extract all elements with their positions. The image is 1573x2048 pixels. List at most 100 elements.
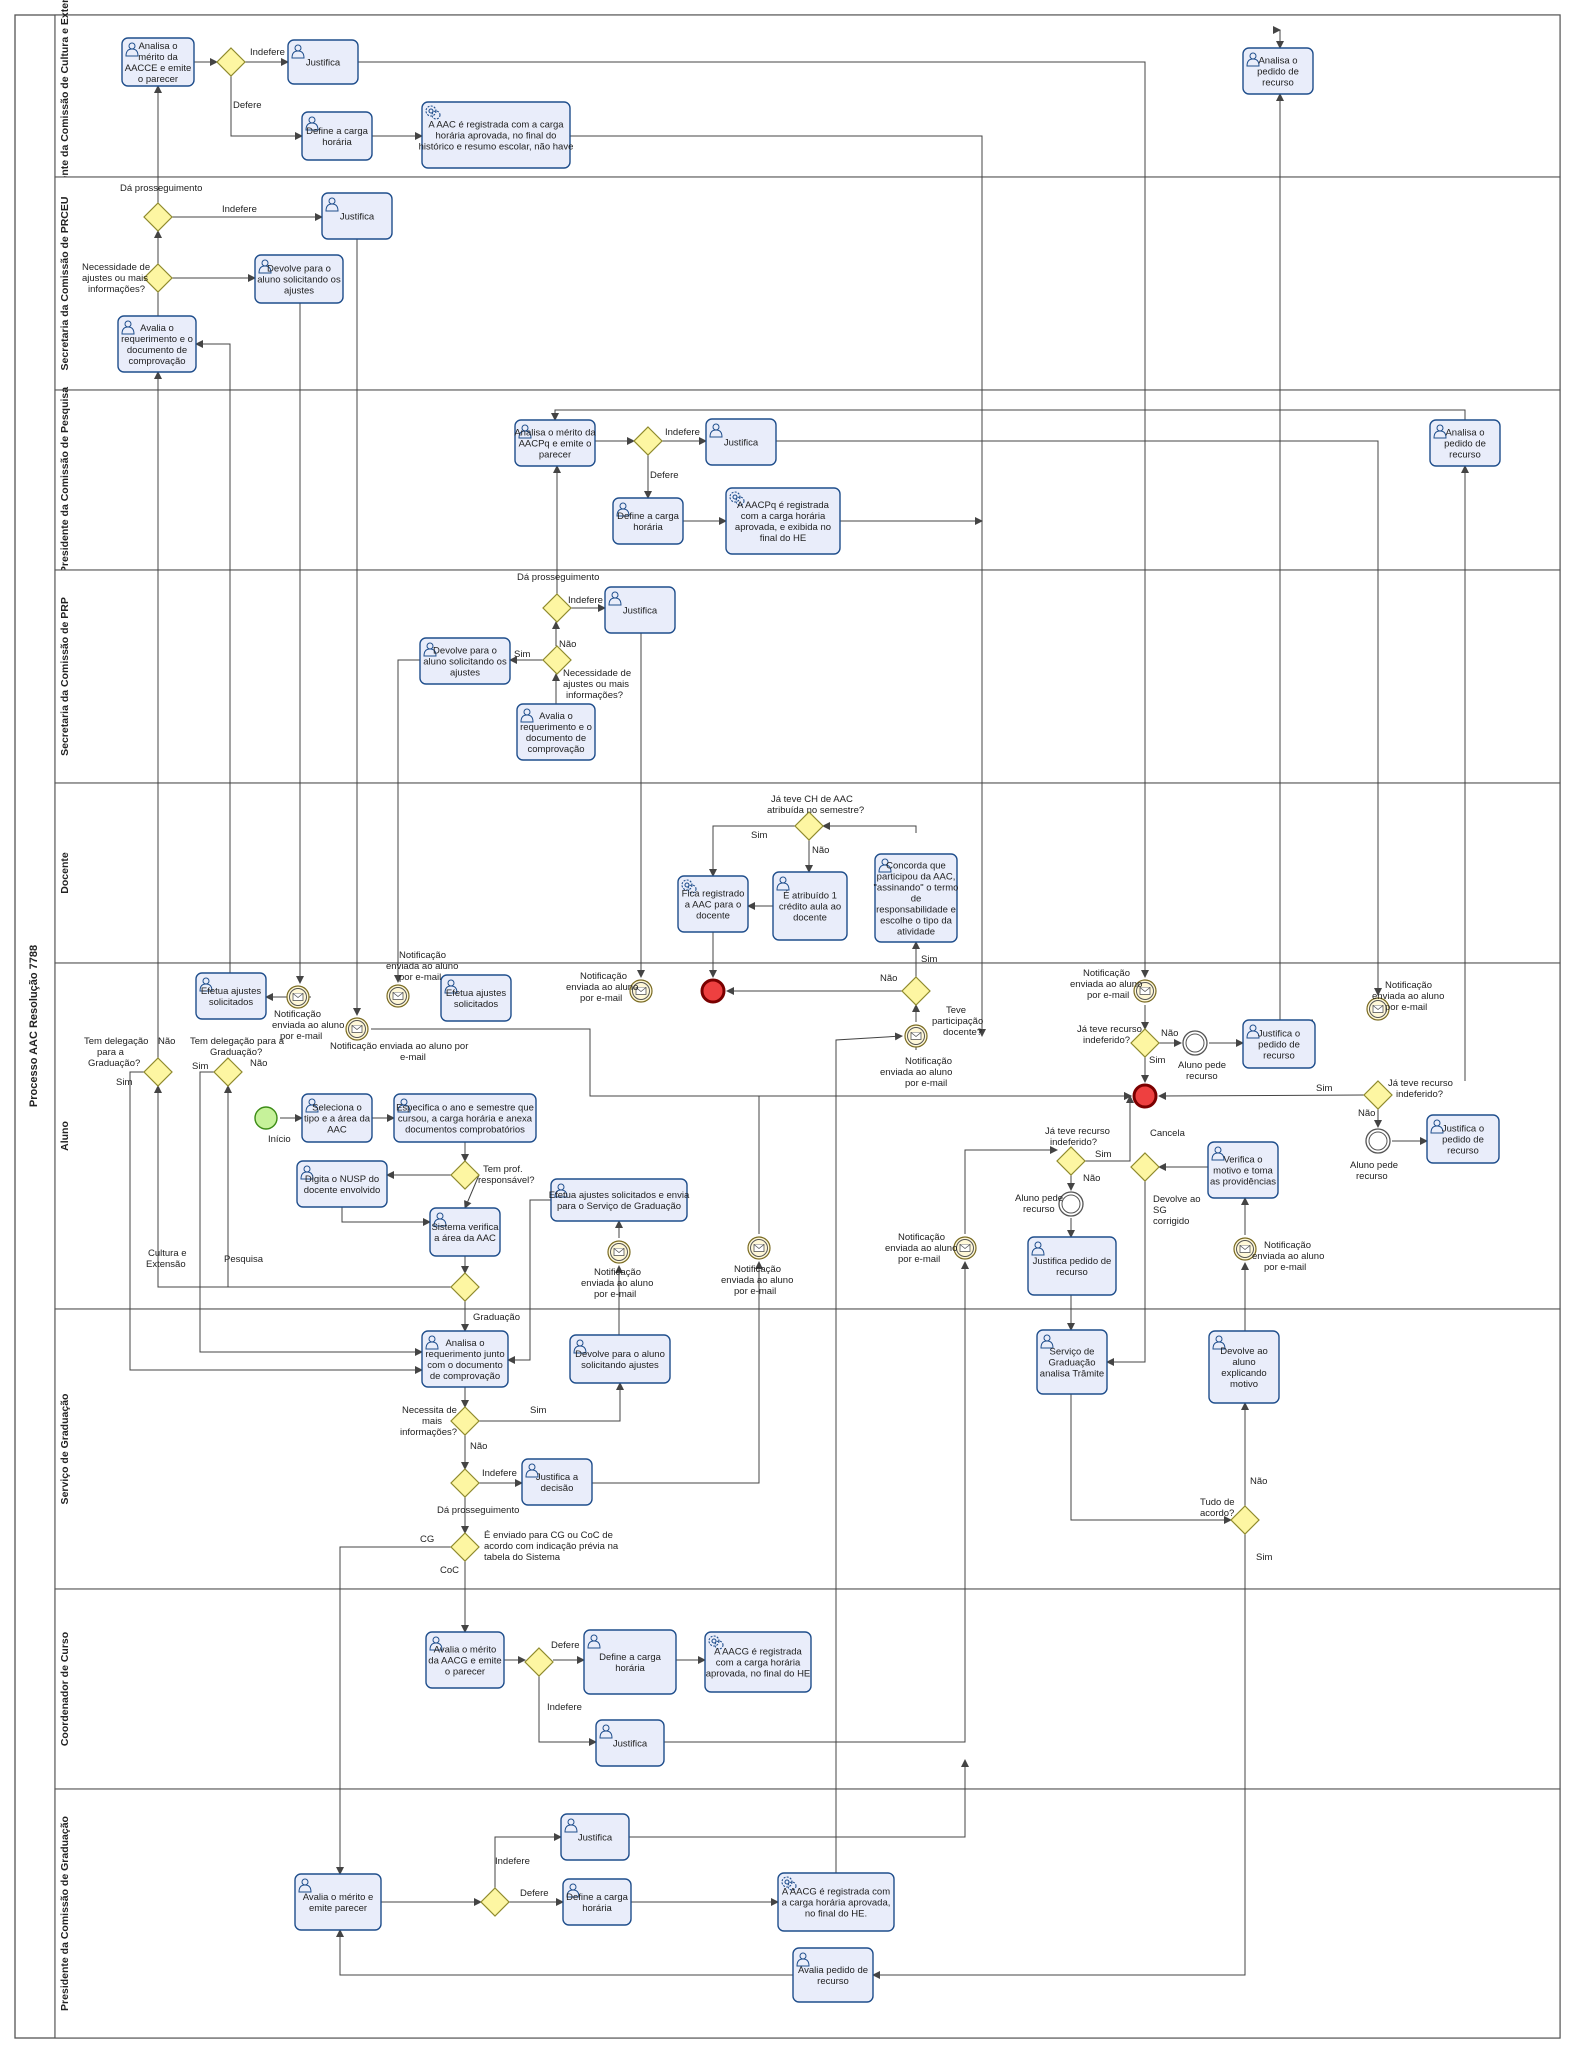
task-t40[interactable]: Justifica	[560, 1813, 630, 1861]
task-label: Digita o NUSP do	[305, 1174, 379, 1185]
exclusive-gateway[interactable]	[794, 811, 824, 841]
intermediate-event[interactable]	[1182, 1030, 1208, 1056]
message-event[interactable]	[345, 1017, 369, 1041]
exclusive-gateway[interactable]	[1130, 1028, 1160, 1058]
task-t10[interactable]: Justifica	[705, 418, 777, 466]
envelope-icon	[1139, 987, 1151, 995]
task-label: Analisa o	[445, 1338, 484, 1349]
exclusive-gateway[interactable]	[143, 1057, 173, 1087]
message-event[interactable]	[286, 985, 310, 1009]
exclusive-gateway[interactable]	[1130, 1152, 1160, 1182]
flow-label: Defere	[233, 100, 262, 111]
user-task-icon	[397, 1098, 411, 1113]
task-label: Justifica	[306, 58, 341, 69]
sequence-flow	[371, 1028, 1132, 1100]
lane-label-doc: Docente	[59, 852, 71, 894]
exclusive-gateway[interactable]	[524, 1647, 554, 1677]
task-t14[interactable]: Justifica	[604, 586, 676, 634]
message-event[interactable]	[1133, 979, 1157, 1003]
message-event[interactable]	[747, 1236, 771, 1260]
task-label: final do HE	[760, 533, 806, 544]
end-event[interactable]	[1132, 1083, 1158, 1109]
exclusive-gateway[interactable]	[216, 47, 246, 77]
message-event[interactable]	[1366, 997, 1390, 1021]
exclusive-gateway[interactable]	[1056, 1146, 1086, 1176]
task-label: com a carga horária	[716, 1658, 801, 1669]
sequence-flow	[1158, 1091, 1365, 1100]
intermediate-event[interactable]	[1058, 1191, 1084, 1217]
task-label: Verifica o	[1223, 1155, 1262, 1166]
exclusive-gateway[interactable]	[633, 426, 663, 456]
end-event[interactable]	[700, 978, 726, 1004]
intermediate-event[interactable]	[1365, 1128, 1391, 1154]
exclusive-gateway[interactable]	[450, 1468, 480, 1498]
flow-label: Necessidade de	[82, 262, 150, 273]
message-event[interactable]	[953, 1236, 977, 1260]
exclusive-gateway[interactable]	[143, 263, 173, 293]
exclusive-gateway[interactable]	[901, 976, 931, 1006]
user-task-icon	[121, 320, 135, 335]
task-t39[interactable]: Justifica	[595, 1719, 665, 1767]
exclusive-gateway[interactable]	[213, 1057, 243, 1087]
exclusive-gateway[interactable]	[143, 202, 173, 232]
exclusive-gateway[interactable]	[480, 1887, 510, 1917]
exclusive-gateway[interactable]	[542, 593, 572, 623]
task-t2[interactable]: Justifica	[287, 39, 359, 85]
message-event[interactable]	[607, 1240, 631, 1264]
task-t6[interactable]: Justifica	[321, 192, 393, 240]
exclusive-gateway[interactable]	[542, 645, 572, 675]
message-event[interactable]	[1233, 1237, 1257, 1261]
flow-label: enviada ao aluno	[386, 961, 458, 972]
message-event[interactable]	[904, 1024, 928, 1048]
exclusive-gateway[interactable]	[450, 1272, 480, 1302]
exclusive-gateway[interactable]	[450, 1160, 480, 1190]
exclusive-gateway[interactable]	[1230, 1505, 1260, 1535]
start-event[interactable]	[254, 1106, 278, 1130]
exclusive-gateway[interactable]	[450, 1532, 480, 1562]
message-event[interactable]	[386, 984, 410, 1008]
message-event[interactable]	[629, 979, 653, 1003]
exclusive-gateway[interactable]	[450, 1406, 480, 1436]
sequence-flow	[494, 1833, 562, 1888]
exclusive-gateway[interactable]	[1363, 1080, 1393, 1110]
flow-label: Não	[470, 1441, 487, 1452]
